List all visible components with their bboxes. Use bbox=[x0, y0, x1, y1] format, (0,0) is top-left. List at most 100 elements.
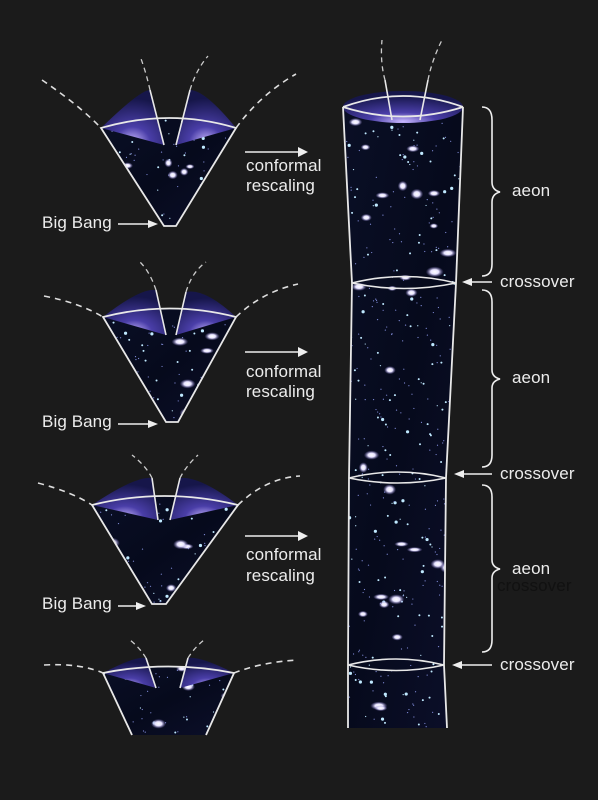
star bbox=[188, 574, 190, 576]
star bbox=[397, 128, 399, 130]
star bbox=[446, 644, 449, 646]
star bbox=[460, 611, 462, 613]
star bbox=[128, 569, 130, 571]
star bbox=[414, 478, 417, 480]
star bbox=[367, 445, 369, 447]
star bbox=[204, 545, 206, 547]
star bbox=[203, 161, 205, 163]
star bbox=[395, 269, 398, 272]
star bbox=[416, 302, 418, 304]
star bbox=[422, 382, 425, 385]
star bbox=[440, 529, 442, 531]
star bbox=[435, 249, 438, 252]
star bbox=[111, 401, 113, 403]
galaxy bbox=[150, 718, 166, 729]
star bbox=[417, 336, 419, 339]
galaxy bbox=[406, 547, 423, 553]
star bbox=[203, 534, 206, 536]
star bbox=[177, 165, 180, 167]
star bbox=[431, 343, 435, 347]
star bbox=[386, 553, 388, 555]
star bbox=[201, 136, 205, 140]
star bbox=[105, 486, 106, 487]
star bbox=[460, 264, 463, 266]
star bbox=[436, 344, 438, 346]
star bbox=[443, 503, 446, 505]
star bbox=[399, 473, 401, 475]
star bbox=[172, 325, 174, 327]
star bbox=[221, 388, 224, 391]
star bbox=[420, 305, 422, 307]
star bbox=[347, 143, 351, 147]
star bbox=[340, 249, 342, 251]
star bbox=[209, 218, 211, 220]
star bbox=[441, 625, 444, 628]
star bbox=[450, 434, 453, 437]
star bbox=[229, 736, 231, 738]
star bbox=[426, 334, 428, 336]
star bbox=[109, 718, 111, 720]
star bbox=[100, 703, 101, 704]
star bbox=[343, 337, 345, 341]
star bbox=[437, 306, 440, 309]
star bbox=[402, 126, 404, 128]
star bbox=[450, 716, 452, 719]
star bbox=[418, 443, 421, 446]
star bbox=[413, 704, 415, 706]
star bbox=[166, 606, 167, 607]
crossover-label-2: crossover bbox=[500, 464, 575, 483]
star bbox=[382, 309, 384, 311]
star bbox=[435, 145, 437, 147]
star bbox=[381, 417, 385, 422]
star bbox=[465, 292, 467, 294]
star bbox=[226, 655, 227, 656]
star bbox=[395, 409, 398, 411]
star bbox=[205, 580, 207, 582]
star bbox=[456, 314, 458, 316]
star bbox=[432, 711, 434, 713]
star bbox=[131, 141, 134, 144]
star bbox=[358, 149, 360, 152]
star bbox=[424, 722, 426, 725]
star bbox=[116, 336, 118, 338]
star bbox=[161, 365, 163, 368]
star bbox=[161, 585, 163, 587]
star bbox=[115, 158, 119, 163]
star bbox=[450, 404, 452, 406]
star bbox=[380, 675, 382, 677]
star bbox=[452, 505, 454, 507]
star bbox=[382, 682, 385, 684]
star bbox=[158, 519, 163, 523]
star bbox=[207, 148, 209, 150]
star bbox=[460, 546, 462, 548]
star bbox=[416, 165, 419, 167]
star bbox=[139, 707, 142, 709]
star bbox=[144, 731, 146, 733]
star bbox=[117, 522, 120, 525]
star bbox=[169, 217, 171, 219]
star bbox=[428, 696, 431, 699]
star bbox=[458, 178, 460, 180]
star bbox=[425, 204, 427, 207]
galaxy bbox=[406, 145, 420, 153]
star bbox=[340, 603, 342, 605]
star bbox=[437, 646, 440, 648]
star bbox=[432, 216, 434, 218]
star bbox=[358, 581, 361, 584]
star bbox=[397, 615, 400, 618]
star bbox=[439, 584, 441, 586]
star bbox=[377, 136, 379, 138]
star bbox=[358, 295, 360, 298]
star bbox=[217, 595, 220, 598]
star bbox=[404, 324, 407, 326]
star bbox=[340, 189, 341, 190]
star bbox=[231, 204, 234, 206]
star bbox=[177, 731, 179, 733]
star bbox=[137, 371, 139, 373]
star bbox=[142, 349, 145, 352]
star bbox=[368, 664, 370, 666]
star bbox=[372, 398, 375, 401]
galaxy bbox=[397, 180, 408, 192]
star bbox=[121, 219, 123, 221]
star bbox=[358, 680, 362, 684]
